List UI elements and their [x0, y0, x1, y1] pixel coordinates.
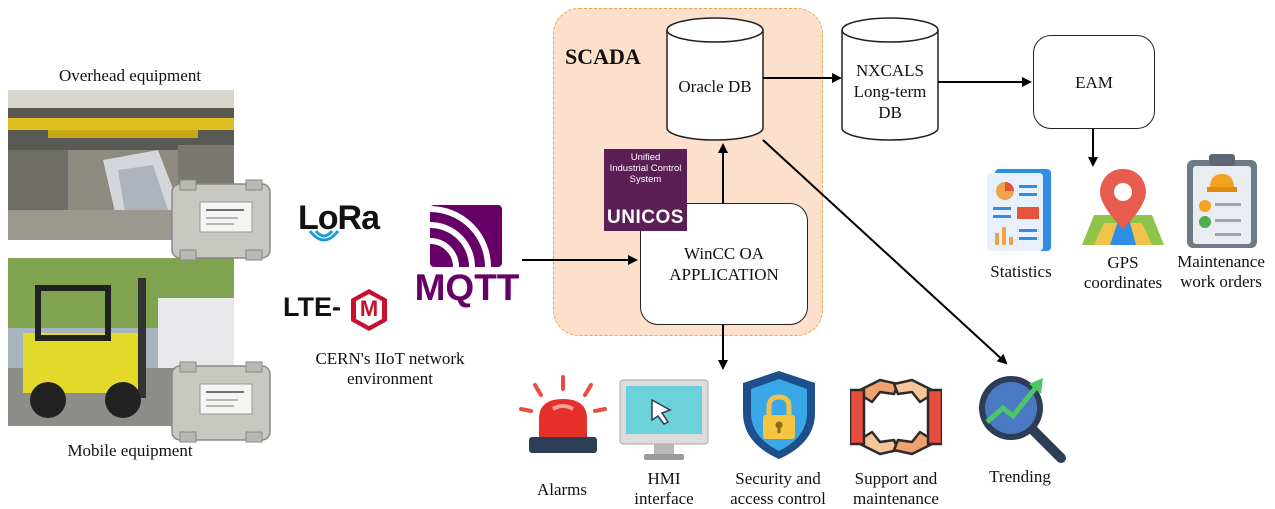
monitor-icon [619, 379, 709, 460]
alarms-label: Alarms [536, 480, 588, 499]
mobile-equipment-label: Mobile equipment [67, 441, 193, 460]
mqtt-logo: MQTT [406, 205, 524, 311]
wincc-oa-application-label: WinCC OA APPLICATION [669, 244, 779, 284]
iot-sensor-box-top [168, 178, 274, 262]
oracle-db-cylinder [666, 17, 764, 141]
forklift-photo [8, 258, 234, 426]
iiot-network-caption: CERN's IIoT network environment [315, 349, 465, 388]
oracle-to-trending-arrow [762, 139, 1008, 365]
lora-logo-text: LoRa [298, 199, 380, 237]
security-access-control-label: Security and access control [730, 469, 826, 508]
mqtt-signal-icon [430, 205, 502, 267]
unicos-subtitle: Unified Industrial Control System [609, 152, 682, 185]
siren-icon [519, 375, 607, 453]
lte-m-logo: LTE- M [283, 288, 393, 332]
lte-logo-text: LTE- [283, 292, 341, 322]
lora-wave-icon [308, 230, 340, 242]
hands-icon [850, 378, 942, 456]
trend-magnifier-icon [979, 376, 1066, 463]
lora-logo: LoRa [298, 193, 386, 251]
unicos-title: UNICOS [607, 207, 684, 228]
trending-label: Trending [989, 467, 1051, 486]
nxcals-db-cylinder [841, 17, 939, 141]
wincc-oa-application-box: WinCC OA APPLICATION [640, 203, 808, 325]
statistics-icon [987, 169, 1051, 251]
maintenance-work-orders-label: Maintenance work orders [1177, 252, 1265, 291]
mqtt-logo-text: MQTT [414, 267, 520, 308]
eam-box: EAM [1033, 35, 1155, 129]
support-maintenance-label: Support and maintenance [853, 469, 939, 508]
statistics-label: Statistics [990, 262, 1052, 281]
overhead-equipment-label: Overhead equipment [58, 66, 202, 85]
lte-m-badge-icon [351, 289, 387, 331]
iot-sensor-box-bottom [168, 360, 274, 444]
hmi-interface-label: HMI interface [634, 469, 694, 508]
nxcals-db-label: NXCALS Long-term DB [853, 61, 927, 122]
unicos-logo: Unified Industrial Control System UNICOS [604, 149, 687, 231]
map-pin-icon [1082, 169, 1164, 245]
eam-label: EAM [1075, 72, 1113, 92]
clipboard-icon [1187, 154, 1257, 248]
gps-coordinates-label: GPS coordinates [1083, 253, 1163, 292]
lte-m-letter: M [359, 296, 379, 321]
oracle-db-label: Oracle DB [678, 77, 752, 96]
scada-title: SCADA [565, 44, 641, 69]
shield-lock-icon [743, 371, 815, 459]
